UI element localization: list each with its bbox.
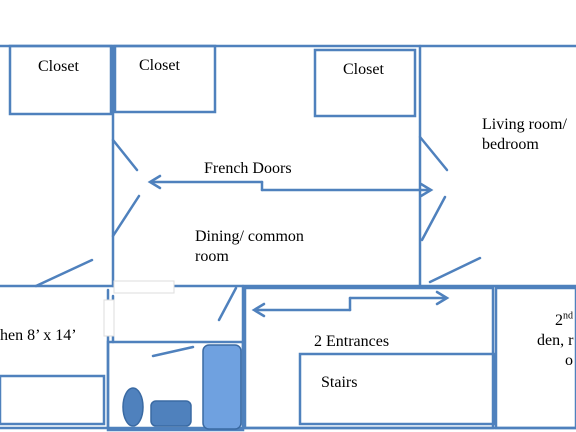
- door-swing-2: [111, 194, 141, 238]
- second-floor-label-2: den, r: [537, 332, 574, 349]
- door-swing-1: [111, 138, 139, 172]
- toilet-fixture: [122, 387, 144, 427]
- door-swing-8: [151, 345, 195, 358]
- entrance-arrow-head-right: [435, 290, 450, 306]
- entrances-label: 2 Entrances: [314, 333, 390, 350]
- second-floor-box: [494, 286, 576, 430]
- second-floor-number: 2: [555, 312, 563, 329]
- kitchen-label: hen 8’ x 14’: [0, 327, 77, 344]
- closet-3-box: [313, 48, 417, 118]
- kitchen-counter-box: [0, 374, 106, 426]
- stairs-box: [298, 352, 496, 426]
- closet-2-label: Closet: [139, 57, 180, 74]
- french-doors-arrow-head-left: [147, 174, 162, 190]
- dining-room-label-1: Dining/ common: [195, 228, 304, 245]
- french-doors-arrow-head-right: [419, 182, 434, 198]
- door-swing-3: [34, 258, 94, 288]
- second-floor-label-3: o: [565, 352, 573, 369]
- closet-3-label: Closet: [343, 61, 384, 78]
- closet-1-box: [8, 44, 113, 116]
- dining-room-label-2: room: [195, 248, 229, 265]
- sink-fixture: [150, 400, 192, 427]
- second-floor-superscript: nd: [563, 310, 573, 322]
- door-swing-5: [420, 195, 447, 242]
- door-swing-4: [418, 135, 449, 172]
- kitchen-doorway-gap: [113, 280, 175, 294]
- french-doors-label: French Doors: [204, 160, 292, 177]
- second-floor-label-1: 2nd: [555, 311, 573, 331]
- stairs-label: Stairs: [321, 374, 358, 391]
- closet-1-label: Closet: [38, 58, 79, 75]
- bath-doorway-gap: [103, 299, 115, 337]
- door-swing-6: [428, 256, 482, 284]
- entrance-arrow-head-left: [251, 302, 266, 318]
- living-room-label-2: bedroom: [482, 136, 539, 153]
- door-swing-7: [217, 286, 238, 322]
- closet-2-box: [113, 44, 217, 114]
- living-room-label-1: Living room/: [482, 116, 567, 133]
- bathtub-fixture: [202, 344, 242, 430]
